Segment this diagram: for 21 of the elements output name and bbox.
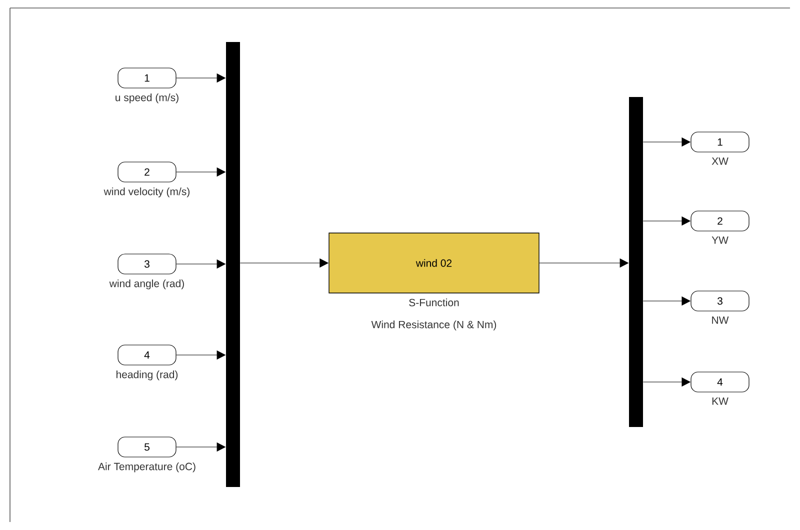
port-block: 3 xyxy=(118,254,176,274)
port-block: 2 xyxy=(118,162,176,182)
block-caption: NW xyxy=(712,316,729,324)
block-caption: heading (rad) xyxy=(116,370,178,380)
block-caption: XW xyxy=(712,158,728,165)
function-block: wind 02 xyxy=(328,232,540,294)
block-caption: Wind Resistance (N & Nm) xyxy=(371,320,496,330)
port-block: 2 xyxy=(690,210,750,232)
port-block: 1 xyxy=(690,132,750,152)
block-caption: u speed (m/s) xyxy=(116,94,178,104)
block-caption: wind velocity (m/s) xyxy=(104,188,190,198)
port-block: 3 xyxy=(690,290,750,312)
block-caption: KW xyxy=(712,398,728,405)
port-block: 4 xyxy=(118,344,176,366)
block-caption: S-Function xyxy=(409,298,459,306)
port-block: 1 xyxy=(118,68,176,88)
port-block: 4 xyxy=(690,372,750,392)
block-caption: wind angle (rad) xyxy=(109,280,184,290)
block-caption: YW xyxy=(712,236,728,244)
port-block: 5 xyxy=(118,436,176,458)
block-caption: Air Temperature (oC) xyxy=(98,462,196,472)
